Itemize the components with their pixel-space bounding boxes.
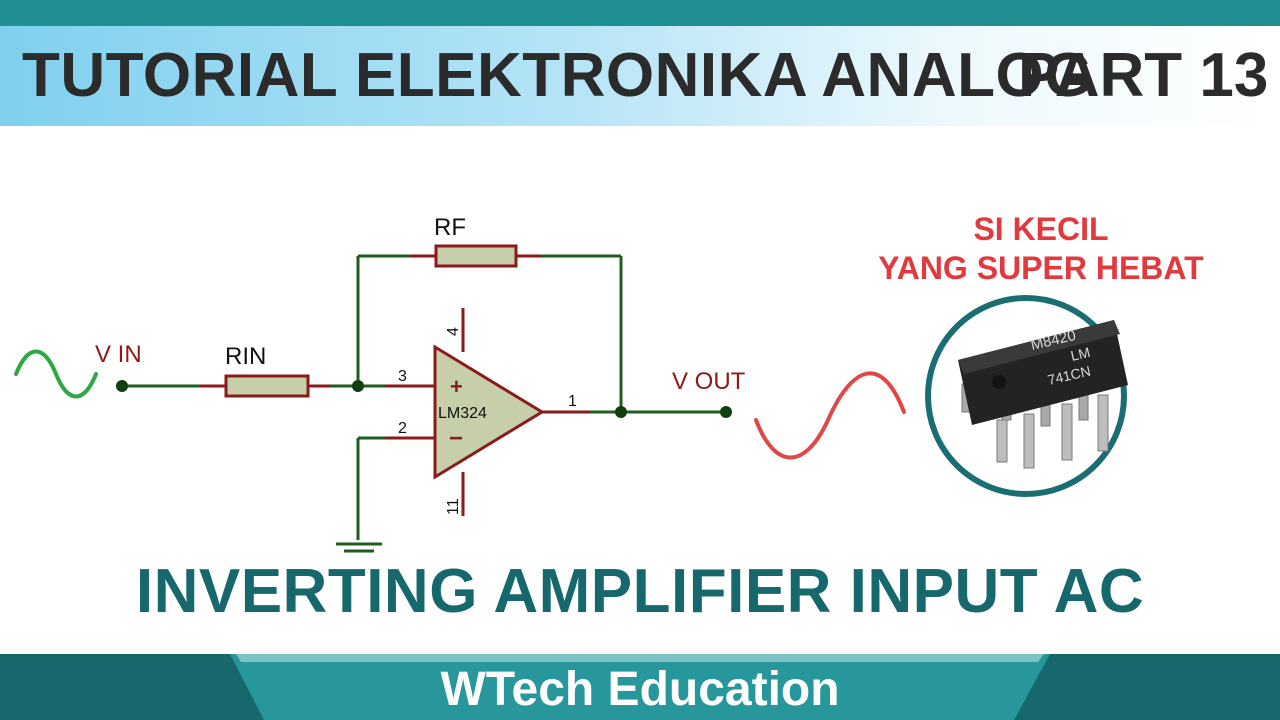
callout-line-2: YANG SUPER HEBAT bbox=[878, 250, 1204, 286]
output-wave bbox=[754, 371, 906, 460]
pin-4-label: 4 bbox=[445, 327, 462, 336]
chip-image: M8420 LM 741CN bbox=[925, 295, 1128, 497]
vin-label: V IN bbox=[95, 341, 142, 368]
minus-sign: − bbox=[449, 425, 463, 452]
plus-sign: + bbox=[450, 374, 463, 399]
title-band bbox=[0, 26, 1280, 126]
pin-1-label: 1 bbox=[568, 393, 577, 410]
pin-11-label: 11 bbox=[445, 498, 462, 515]
opamp-triangle bbox=[433, 344, 545, 480]
input-wave bbox=[14, 349, 98, 399]
page-title: TUTORIAL ELEKTRONIKA ANALOG bbox=[22, 41, 1093, 110]
pin-3-label: 3 bbox=[398, 368, 407, 385]
footer-brand: WTech Education bbox=[440, 663, 840, 716]
component-leads bbox=[200, 254, 590, 516]
rf-resistor bbox=[434, 244, 518, 268]
rin-label: RIN bbox=[225, 343, 266, 370]
part-label: PART 13 bbox=[1018, 41, 1269, 110]
pin-2-label: 2 bbox=[398, 420, 407, 437]
rf-label: RF bbox=[434, 214, 466, 241]
top-strip bbox=[0, 0, 1280, 26]
main-heading: INVERTING AMPLIFIER INPUT AC bbox=[135, 557, 1145, 626]
callout-line-1: SI KECIL bbox=[973, 211, 1108, 247]
chip-text-2: LM bbox=[1069, 344, 1092, 364]
opamp-label: LM324 bbox=[438, 405, 487, 422]
rin-resistor bbox=[224, 374, 310, 398]
junctions bbox=[116, 380, 732, 418]
vout-label: V OUT bbox=[672, 368, 746, 395]
